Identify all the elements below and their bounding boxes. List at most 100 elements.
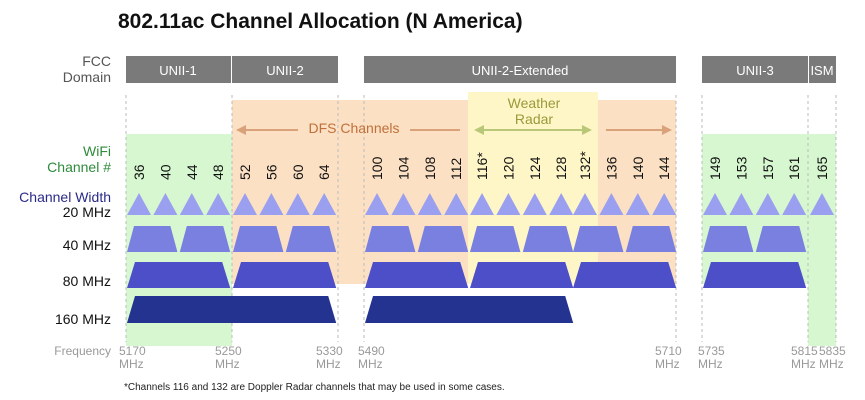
channels-20mhz — [127, 193, 834, 215]
channel-number-128: 128 — [553, 156, 569, 180]
fcc-band-ism-label: ISM — [810, 63, 833, 78]
channel-20mhz-shape — [206, 193, 231, 215]
frequency-value: 5490 — [358, 344, 385, 358]
fcc-band-unii2-label: UNII-2 — [266, 63, 304, 78]
fcc-band-unii1 — [126, 56, 231, 83]
fcc-band-unii2-extended-label: UNII-2-Extended — [472, 63, 569, 78]
fcc-band-unii2-extended — [364, 56, 676, 83]
dfs-channels-arrow — [236, 125, 672, 135]
channel-number-136: 136 — [603, 156, 619, 180]
channel-40mhz-shape — [522, 226, 574, 252]
weather-label-line1: Weather — [508, 95, 561, 111]
frequency-value: 5250 — [215, 344, 242, 358]
channel-20mhz-shape — [470, 193, 494, 215]
fcc-band-unii2 — [232, 56, 338, 83]
channel-20mhz-shape — [312, 193, 337, 215]
channel-number-40: 40 — [157, 164, 173, 180]
channel-number-153: 153 — [733, 156, 749, 180]
channel-number-44: 44 — [184, 164, 200, 180]
channel-40mhz-shape — [127, 226, 178, 252]
frequency-unit: MHz — [358, 357, 383, 371]
frequency-labels: 5170MHz5250MHz5330MHz5490MHz5710MHz5735M… — [119, 344, 846, 371]
wifi-label-line2: Channel # — [47, 159, 111, 175]
fcc-label-line2: Domain — [63, 69, 111, 85]
frequency-unit: MHz — [119, 357, 144, 371]
channel-40mhz-shape — [625, 226, 677, 252]
channel-40mhz-shape — [417, 226, 469, 252]
weather-label-line2: Radar — [515, 111, 553, 127]
channel-number-60: 60 — [290, 164, 306, 180]
channel-number-104: 104 — [395, 156, 411, 180]
channels-40mhz — [127, 226, 807, 252]
footnote: *Channels 116 and 132 are Doppler Radar … — [124, 382, 505, 393]
dfs-band — [232, 100, 676, 284]
channel-20mhz-shape — [153, 193, 178, 215]
channel-number-52: 52 — [237, 164, 253, 180]
channel-number-157: 157 — [760, 156, 776, 180]
channel-40mhz-shape — [470, 226, 521, 252]
channel-number-132-star: 132* — [577, 151, 593, 180]
channels-160mhz — [127, 296, 574, 323]
frequency-value: 5735 — [698, 344, 725, 358]
channel-number-161: 161 — [786, 156, 802, 180]
frequency-unit: MHz — [655, 357, 680, 371]
channel-20mhz-shape — [810, 193, 834, 215]
channel-20mhz-shape — [652, 193, 677, 215]
channel-20mhz-shape — [599, 193, 624, 215]
frequency-label: Frequency — [54, 344, 111, 358]
channel-number-64: 64 — [316, 164, 332, 180]
channel-40mhz-shape — [365, 226, 416, 252]
fcc-band-ism — [809, 56, 836, 83]
channel-number-140: 140 — [630, 156, 646, 180]
fcc-band-unii1-label: UNII-1 — [159, 63, 197, 78]
channel-40mhz-shape — [233, 226, 284, 252]
ism-green-band — [808, 134, 836, 346]
channel-20mhz-shape — [391, 193, 416, 215]
frequency-value: 5330 — [316, 344, 343, 358]
channel-20mhz-shape — [259, 193, 284, 215]
channel-number-149: 149 — [707, 156, 723, 180]
channel-20mhz-shape — [285, 193, 310, 215]
channel-20mhz-shape — [365, 193, 389, 215]
frequency-unit: MHz — [791, 357, 816, 371]
channel-20mhz-shape — [782, 193, 807, 215]
channel-width-label: Channel Width — [19, 189, 111, 205]
channel-20mhz-shape — [496, 193, 521, 215]
channel-20mhz-shape — [179, 193, 204, 215]
channel-80mhz-shape — [573, 262, 677, 288]
channel-number-100: 100 — [369, 156, 385, 180]
frequency-unit: MHz — [316, 357, 341, 371]
page-title: 802.11ac Channel Allocation (N America) — [118, 10, 523, 33]
fcc-band-unii3 — [702, 56, 808, 83]
channel-40mhz-shape — [285, 226, 337, 252]
channel-number-36: 36 — [131, 164, 147, 180]
channel-20mhz-shape — [444, 193, 469, 215]
channel-20mhz-shape — [127, 193, 151, 215]
channel-20mhz-shape — [625, 193, 650, 215]
width-label-160mhz: 160 MHz — [55, 311, 111, 327]
channel-80mhz-shape — [703, 262, 807, 288]
frequency-value: 5815 — [791, 344, 818, 358]
channel-80mhz-shape — [233, 262, 337, 288]
frequency-unit: MHz — [819, 357, 844, 371]
channel-number-120: 120 — [500, 156, 516, 180]
width-label-80mhz: 80 MHz — [63, 273, 111, 289]
frequency-value: 5710 — [655, 344, 682, 358]
weather-radar-arrow — [474, 125, 592, 135]
frequency-unit: MHz — [215, 357, 240, 371]
wifi-label-line1: WiFi — [83, 143, 111, 159]
channel-80mhz-shape — [365, 262, 469, 288]
channel-number-144: 144 — [656, 156, 672, 180]
channel-20mhz-shape — [522, 193, 547, 215]
channel-20mhz-shape — [729, 193, 754, 215]
channel-number-56: 56 — [263, 164, 279, 180]
channel-40mhz-shape — [703, 226, 754, 252]
channel-40mhz-shape — [179, 226, 231, 252]
channel-40mhz-shape — [755, 226, 807, 252]
channel-number-112: 112 — [448, 157, 464, 180]
frequency-value: 5170 — [119, 344, 146, 358]
width-label-40mhz: 40 MHz — [63, 237, 111, 253]
channel-20mhz-shape — [549, 193, 574, 215]
channel-number-165: 165 — [814, 156, 830, 180]
